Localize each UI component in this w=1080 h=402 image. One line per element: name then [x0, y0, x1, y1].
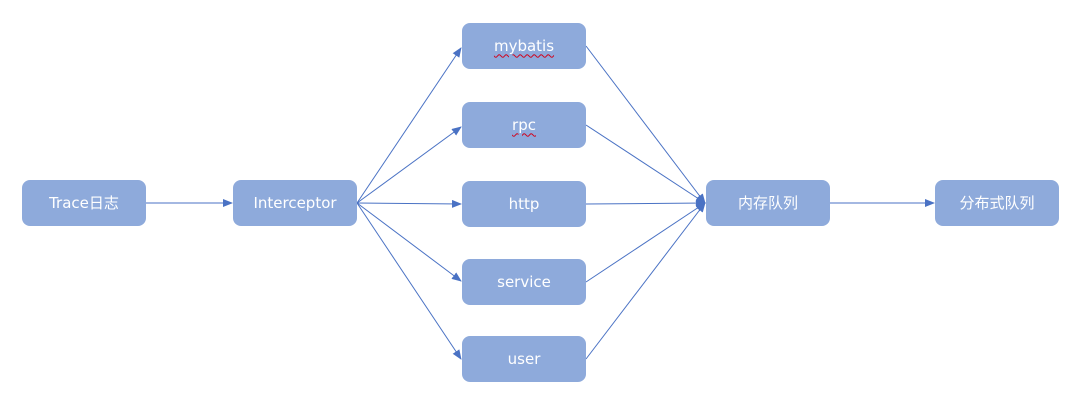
node-memory-queue[interactable]: 内存队列 — [706, 180, 830, 226]
edge-interceptor-to-mybatis — [356, 47, 462, 204]
node-trace-log-label: Trace日志 — [49, 193, 119, 212]
node-http-label: http — [508, 194, 540, 213]
node-distributed-queue[interactable]: 分布式队列 — [935, 180, 1059, 226]
node-user[interactable]: user — [462, 336, 586, 382]
edge-http-to-memory-queue — [585, 199, 706, 208]
node-trace-log[interactable]: Trace日志 — [22, 180, 146, 226]
node-distributed-queue-label: 分布式队列 — [959, 193, 1035, 212]
node-memory-queue-label: 内存队列 — [737, 193, 798, 212]
node-interceptor[interactable]: Interceptor — [233, 180, 357, 226]
edge-user-to-memory-queue — [585, 202, 706, 360]
node-rpc-label: rpc — [512, 115, 536, 134]
node-service-label: service — [497, 272, 551, 291]
edge-interceptor-to-http — [356, 199, 462, 208]
edge-mybatis-to-memory-queue — [585, 45, 706, 204]
node-mybatis-label: mybatis — [493, 36, 555, 55]
node-rpc[interactable]: rpc — [462, 102, 586, 148]
edge-rpc-to-memory-queue — [585, 124, 706, 204]
node-user-label: user — [507, 349, 541, 368]
edge-interceptor-to-service — [356, 202, 462, 282]
edge-service-to-memory-queue — [585, 202, 706, 283]
node-service[interactable]: service — [462, 259, 586, 305]
node-interceptor-label: Interceptor — [253, 193, 337, 212]
edge-interceptor-to-rpc — [356, 126, 462, 204]
node-http[interactable]: http — [462, 181, 586, 227]
node-mybatis[interactable]: mybatis — [462, 23, 586, 69]
edge-interceptor-to-user — [356, 202, 462, 360]
